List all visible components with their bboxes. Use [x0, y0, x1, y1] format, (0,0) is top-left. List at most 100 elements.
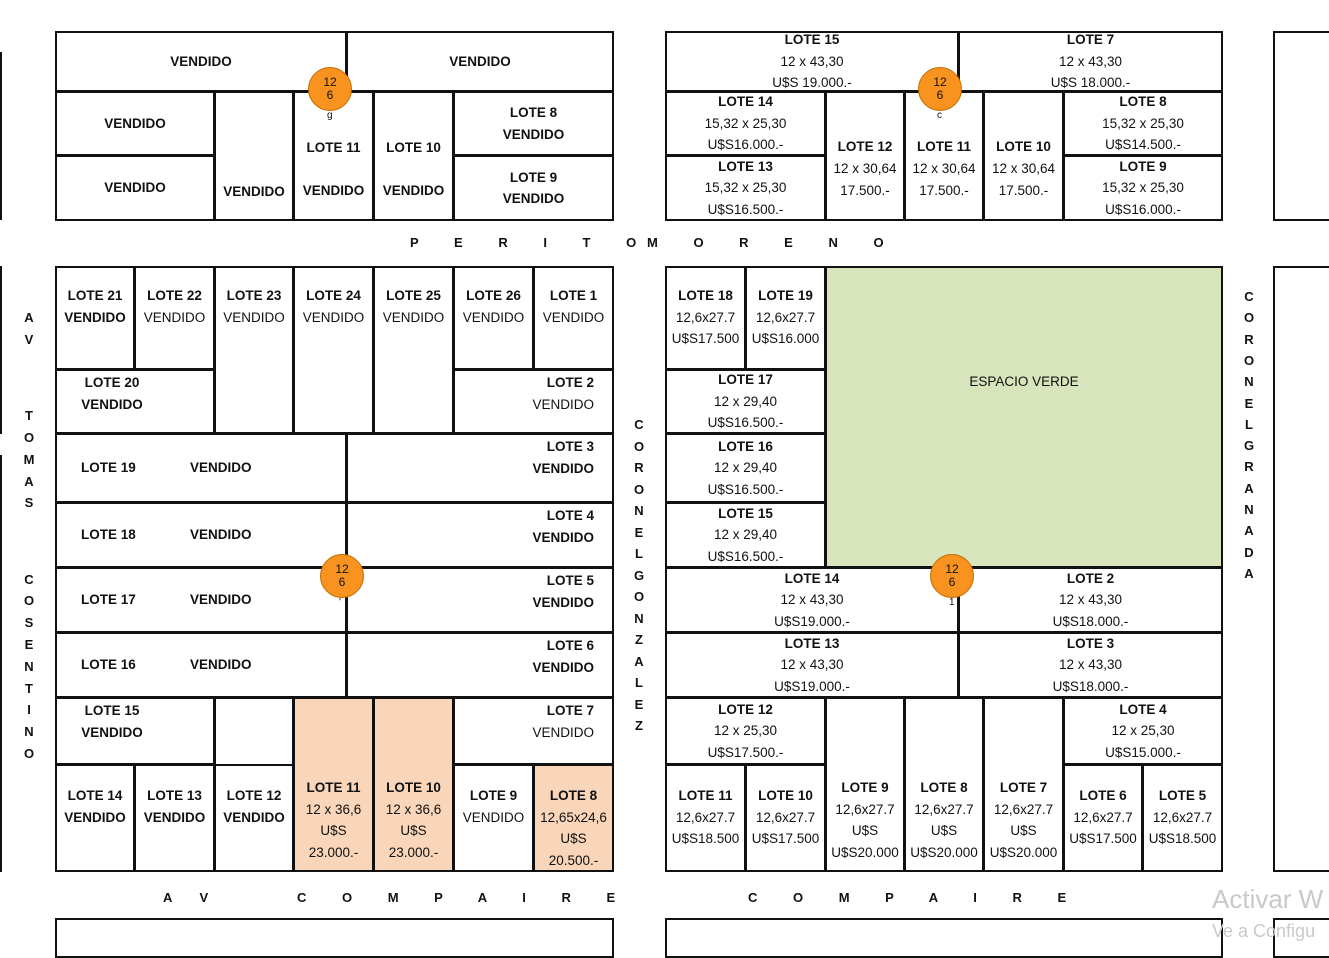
lot-detail: VENDIDO: [190, 527, 252, 542]
lot-label: LOTE 7: [546, 703, 594, 718]
lot-detail: 15,32 x 25,30: [1102, 180, 1184, 196]
lot-label: LOTE 8: [509, 105, 558, 120]
lot-detail: U$S: [851, 823, 879, 838]
lot-detail: VENDIDO: [302, 309, 365, 325]
lot-label: VENDIDO: [223, 184, 285, 199]
lot-detail: U$S18.000.-: [1052, 678, 1129, 694]
marker-subnumber: 6: [948, 575, 956, 589]
lot-label: LOTE 19: [758, 288, 813, 303]
lot-detail: 12,6x27.7: [914, 801, 974, 817]
street-av-compaire: C O M P A I R E: [297, 890, 626, 905]
lot-detail: 12 x 30,64: [991, 161, 1056, 176]
street-letter-av_tomas_cosentino: A: [24, 310, 34, 325]
lot-nw-v2: VENDIDO: [346, 31, 614, 92]
lot-detail: 12 x 30,64: [833, 161, 897, 176]
marker-suffix: ': [339, 597, 341, 608]
lot-detail: 12 x 25,30: [1111, 723, 1175, 739]
lot-detail: U$S16.000: [751, 331, 820, 346]
lot-label: LOTE 21: [67, 288, 123, 303]
lot-detail: U$S18.000.-: [1052, 613, 1129, 629]
lot-detail: 12 x 43,30: [1058, 657, 1123, 673]
lot-label: LOTE 9: [509, 169, 558, 185]
lot-detail: VENDIDO: [223, 309, 285, 325]
edge-block-left-top: [0, 52, 2, 220]
lot-detail: U$S19.000.-: [774, 613, 850, 629]
street-letter-coronel_gonzalez: L: [635, 546, 643, 561]
street-letter-coronel_gonzalez: N: [634, 503, 644, 518]
lot-label: LOTE 4: [1119, 701, 1167, 717]
lot-label: LOTE 13: [718, 158, 773, 174]
lot-label: VENDIDO: [104, 180, 166, 196]
lot-detail: VENDIDO: [190, 460, 252, 475]
lot-detail: 15,32 x 25,30: [1102, 115, 1184, 131]
marker-suffix: 1: [949, 597, 955, 608]
lot-label: LOTE 2: [1066, 570, 1115, 586]
lot-detail: U$S: [560, 831, 587, 846]
lot-label: LOTE 7: [999, 780, 1048, 795]
lot-label: LOTE 11: [916, 139, 972, 154]
marker-subnumber: 6: [338, 575, 346, 589]
lot-label: LOTE 6: [1079, 788, 1127, 803]
lot-nw-a: VENDIDO: [55, 91, 215, 156]
lot-detail: 17.500.-: [840, 183, 890, 198]
lot-sw-l21: LOTE 21 VENDIDO: [55, 266, 135, 370]
street-letter-coronel_granada: A: [1244, 523, 1254, 539]
lot-detail: 12 x 43,30: [780, 592, 844, 608]
lot-detail: 23.000.-: [388, 844, 439, 860]
street-letter-coronel_gonzalez: E: [634, 696, 644, 712]
street-letter-coronel_granada: C: [1244, 289, 1254, 304]
lot-label: LOTE 12: [837, 139, 893, 154]
lot-detail: VENDIDO: [532, 594, 594, 610]
lot-detail: 12 x 43,30: [1058, 592, 1123, 608]
lot-detail: U$S19.000.-: [774, 678, 850, 694]
street-letter-coronel_gonzalez: R: [634, 460, 644, 475]
marker-number: 12: [323, 75, 337, 89]
lot-detail: 12 x 43,30: [780, 657, 844, 673]
lot-detail: 12 x 43,30: [1058, 53, 1123, 69]
lot-detail: VENDIDO: [502, 191, 565, 206]
lot-label: LOTE 9: [1119, 158, 1167, 174]
street-letter-coronel_granada: N: [1244, 502, 1254, 517]
lot-label: LOTE 14: [67, 788, 123, 803]
lot-detail: U$S17.500.-: [707, 744, 784, 760]
lot-detail: 12 x 36,6: [385, 801, 442, 817]
lot-detail: VENDIDO: [190, 592, 252, 607]
lot-detail: VENDIDO: [462, 309, 525, 325]
lot-detail: VENDIDO: [64, 309, 126, 325]
edge-block-bottom-mid: [665, 918, 1223, 958]
lot-detail: VENDIDO: [143, 809, 206, 825]
marker-subnumber: 6: [326, 88, 334, 102]
lot-label: LOTE 15: [718, 505, 773, 521]
lot-nw-b: VENDIDO: [55, 155, 215, 221]
lot-detail: U$S16.500.-: [707, 201, 784, 217]
marker-suffix: c: [937, 110, 942, 121]
street-av-compaire-av: A V: [163, 890, 221, 905]
lot-detail: U$S: [930, 823, 958, 838]
lot-detail: 12,6x27.7: [675, 809, 736, 825]
lot-detail: 12 x 29,40: [713, 460, 778, 476]
street-letter-coronel_granada: R: [1244, 459, 1254, 475]
lot-label: LOTE 17: [81, 592, 136, 607]
